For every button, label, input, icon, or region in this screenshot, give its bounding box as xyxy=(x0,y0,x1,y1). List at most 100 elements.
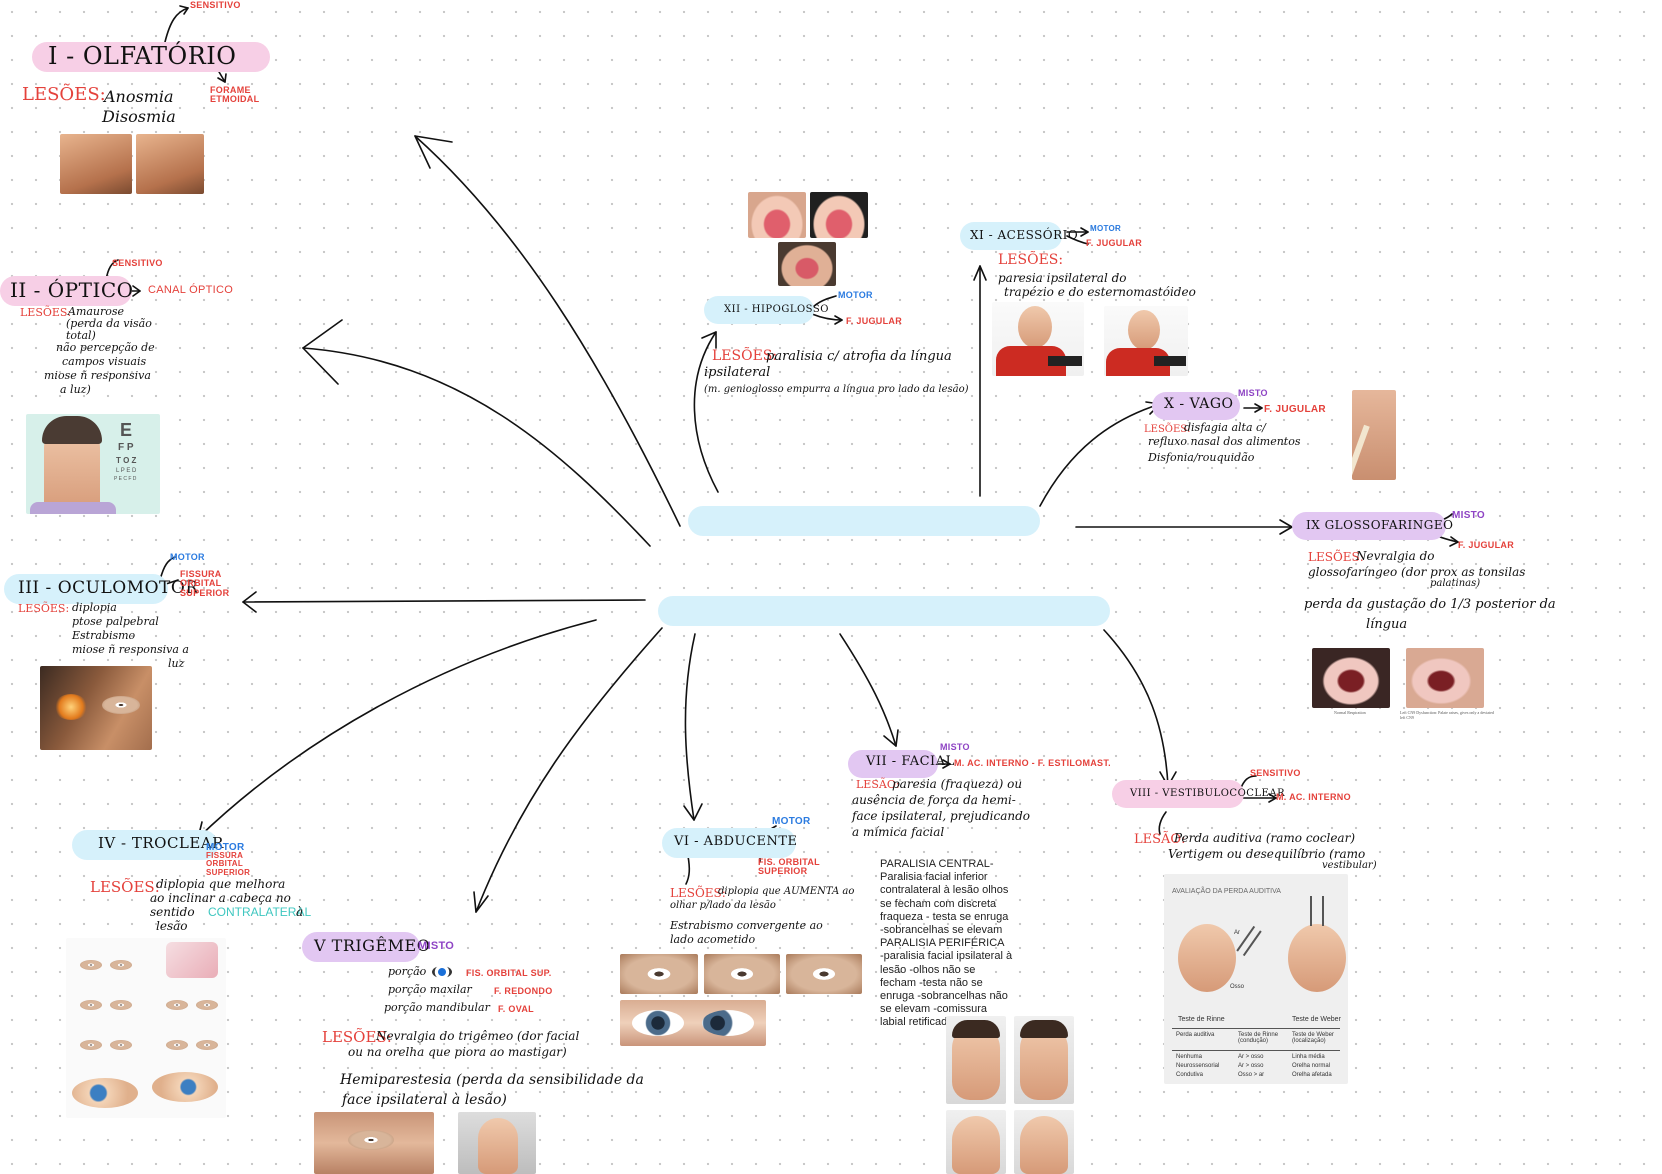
optico-chart-row-3: T O Z xyxy=(116,456,137,465)
optico-chart-row-2: F P xyxy=(118,442,134,453)
optico-forame: CANAL ÓPTICO xyxy=(148,284,234,296)
optico-eye-chart-photo: E F P T O Z L P E D P E C F D xyxy=(26,414,160,514)
facial-lesao-2: ausência de força da hemi- xyxy=(852,793,1016,807)
audiometry-chart-title: AVALIAÇÃO DA PERDA AUDITIVA xyxy=(1172,888,1281,895)
optico-chart-row-1: E xyxy=(120,420,133,440)
audiometry-chart: AVALIAÇÃO DA PERDA AUDITIVA Ar Osso Test… xyxy=(1164,874,1348,1084)
oculomotor-lesao-5: luz xyxy=(168,657,185,670)
optico-lesao-1: Amaurose xyxy=(68,305,125,318)
hipoglosso-highlight xyxy=(704,296,814,324)
trigemeo-highlight xyxy=(302,932,420,962)
facial-lesoes-label: LESÃO: xyxy=(856,778,900,791)
troclear-contralateral: CONTRALATERAL xyxy=(208,905,312,919)
trigemeo-forame-3: F. OVAL xyxy=(498,1004,534,1014)
abducente-tipo: MOTOR xyxy=(772,816,811,827)
oculomotor-lesao-4: miose ñ responsiva a xyxy=(72,643,189,656)
troclear-title: IV - TROCLEAR xyxy=(98,834,224,852)
facial-highlight xyxy=(848,750,938,778)
optico-lesao-6: miose ñ responsiva xyxy=(44,369,151,382)
glossofaringeo-highlight xyxy=(1292,512,1446,540)
facial-title: VII - FACIAL xyxy=(866,754,955,769)
vago-photo xyxy=(1352,390,1396,480)
optico-hair xyxy=(42,416,102,444)
facial-photo-3 xyxy=(946,1110,1006,1174)
vestibulococlear-highlight xyxy=(1112,780,1244,808)
troclear-eye-3a xyxy=(80,1040,102,1050)
audiometry-header-3: Teste de Weber (localização) xyxy=(1292,1032,1334,1044)
troclear-lesao-5: lesão xyxy=(156,919,188,933)
glossofaringeo-lesao-1: Nevralgia do xyxy=(1356,549,1435,563)
optico-chart-row-4: L P E D xyxy=(116,468,137,474)
oculomotor-lesao-2: ptose palpebral xyxy=(72,615,159,628)
trigemeo-lesoes-label: LESÕES: xyxy=(322,1028,392,1046)
vestibulococlear-title: VIII - VESTIBULOCOCLEAR xyxy=(1130,788,1286,799)
vestibulococlear-tipo: SENSITIVO xyxy=(1250,768,1301,778)
trigemeo-photo-face xyxy=(458,1112,536,1174)
glossofaringeo-extra-2: língua xyxy=(1366,617,1408,632)
olfatorio-tipo: SENSITIVO xyxy=(190,0,241,10)
optico-lesao-5: campos visuais xyxy=(62,355,147,368)
glossofaringeo-caption-right: Left CN9 Dysfunction: Palate raises, giv… xyxy=(1400,710,1494,720)
vago-lesao-3: Disfonia/rouquidão xyxy=(1148,451,1255,464)
acessorio-arm-1 xyxy=(1048,356,1082,366)
audiometry-row-3-c2: Osso > ar xyxy=(1238,1072,1265,1078)
center-highlight-top xyxy=(688,506,1040,536)
trigemeo-title: V TRIGÊMEO xyxy=(314,936,431,955)
vestibulococlear-lesoes-label: LESÃO: xyxy=(1134,832,1186,847)
acessorio-lesoes-label: LESÕES: xyxy=(998,252,1064,268)
troclear-eye-1b xyxy=(110,960,132,970)
troclear-eye-2a xyxy=(80,1000,102,1010)
acessorio-forame: F. JUGULAR xyxy=(1086,238,1143,248)
facial-printed-note: PARALISIA CENTRAL- Paralisia facial infe… xyxy=(880,858,1013,1029)
oculomotor-highlight xyxy=(4,574,168,604)
olfatorio-lesao-2: Disosmia xyxy=(102,107,176,126)
audiometry-row-3-c1: Condutiva xyxy=(1176,1072,1204,1078)
facial-lesao-4: a mímica facial xyxy=(852,825,945,839)
troclear-eye-2b xyxy=(110,1000,132,1010)
abducente-eye-left xyxy=(632,1010,684,1036)
hipoglosso-forame: F. JUGULAR xyxy=(846,316,903,326)
troclear-lesao-3: sentido xyxy=(150,905,195,919)
acessorio-head-2 xyxy=(1128,310,1160,350)
acessorio-head-1 xyxy=(1018,306,1052,348)
trigemeo-photo-eye xyxy=(314,1112,434,1174)
audiometry-row-1-c3: Linha média xyxy=(1292,1054,1325,1060)
eye-icon xyxy=(432,966,452,978)
olfatorio-photo-1 xyxy=(60,134,132,194)
oculomotor-photo xyxy=(40,666,152,750)
optico-lesao-3: total) xyxy=(66,329,96,342)
abducente-highlight xyxy=(662,828,796,858)
olfatorio-lesoes-label: LESÕES: xyxy=(22,84,106,105)
glossofaringeo-lesoes-label: LESÕES: xyxy=(1308,550,1364,564)
optico-lesao-7: a luz) xyxy=(60,383,91,396)
hipoglosso-photo-3 xyxy=(778,242,836,286)
facial-tipo: MISTO xyxy=(940,742,970,752)
facial-photo-2 xyxy=(1014,1016,1074,1104)
troclear-eye-3b xyxy=(110,1040,132,1050)
trigemeo-eye xyxy=(348,1130,394,1150)
vago-tipo: MISTO xyxy=(1238,388,1268,398)
vago-lesao-1: disfagia alta c/ xyxy=(1184,421,1266,434)
vago-tongue-depressor xyxy=(1352,424,1370,480)
hipoglosso-tipo: MOTOR xyxy=(838,290,873,300)
facial-hair-1 xyxy=(952,1020,1000,1038)
glossofaringeo-lesao-3: palatinas) xyxy=(1430,578,1481,589)
acessorio-photo-1 xyxy=(992,302,1084,376)
oculomotor-light-glow xyxy=(54,694,88,720)
facial-face-4 xyxy=(1020,1116,1068,1174)
troclear-eye-3d xyxy=(196,1040,218,1050)
vago-title: X - VAGO xyxy=(1164,396,1234,412)
abducente-lesao-2: olhar p/lado da lesão xyxy=(670,900,776,911)
audiometry-row-1-c1: Nenhuma xyxy=(1176,1054,1203,1060)
oculomotor-forame: FISSURA ORBITAL SUPERIOR xyxy=(180,569,230,598)
acessorio-lesao-1: paresia ipsilateral do xyxy=(998,271,1127,285)
trigemeo-forame-2: F. REDONDO xyxy=(494,986,553,996)
trigemeo-divisao-2: porção maxilar xyxy=(388,983,472,996)
abducente-photo-4 xyxy=(620,1000,766,1046)
rinne-head xyxy=(1178,924,1236,992)
audiometry-header-1: Perda auditiva xyxy=(1176,1032,1215,1038)
tuning-fork-icon xyxy=(1310,896,1324,926)
oculomotor-tipo: MOTOR xyxy=(170,552,205,562)
audiometry-table-rule-2 xyxy=(1172,1050,1340,1051)
vestibulococlear-lesao-1: Perda auditiva (ramo coclear) xyxy=(1174,831,1356,845)
